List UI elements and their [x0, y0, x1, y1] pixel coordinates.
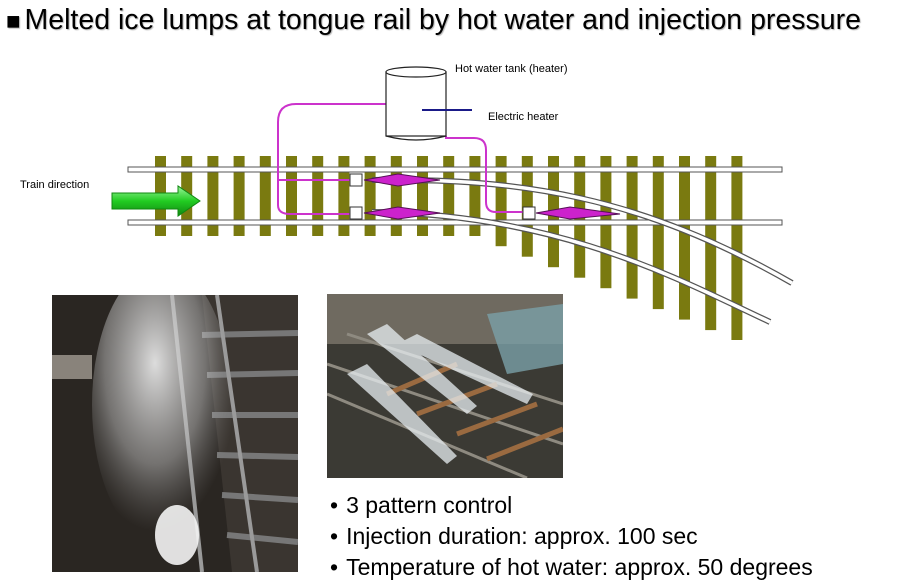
- bullet-list: 3 pattern control Injection duration: ap…: [330, 490, 813, 583]
- main-rail-upper: [128, 167, 782, 172]
- sleeper: [627, 156, 638, 299]
- hot-water-tank-icon: [386, 67, 446, 140]
- sleeper: [653, 156, 664, 309]
- pipe-right-branch: [446, 136, 530, 212]
- train-direction-label: Train direction: [20, 179, 89, 191]
- main-rail-lower: [128, 220, 782, 225]
- valve-box-3: [523, 207, 535, 219]
- valve-box-1: [350, 174, 362, 186]
- bullet-item: Temperature of hot water: approx. 50 deg…: [330, 552, 813, 583]
- bullet-item: Injection duration: approx. 100 sec: [330, 521, 813, 552]
- tank-label: Hot water tank (heater): [455, 63, 568, 75]
- bullet-item: 3 pattern control: [330, 490, 813, 521]
- sleeper: [731, 156, 742, 340]
- hot-water-jets-on-switch-photo: [327, 294, 563, 478]
- heater-label: Electric heater: [488, 111, 558, 123]
- steam-rising-from-track-photo: [52, 295, 298, 572]
- valve-box-2: [350, 207, 362, 219]
- sleeper: [679, 156, 690, 320]
